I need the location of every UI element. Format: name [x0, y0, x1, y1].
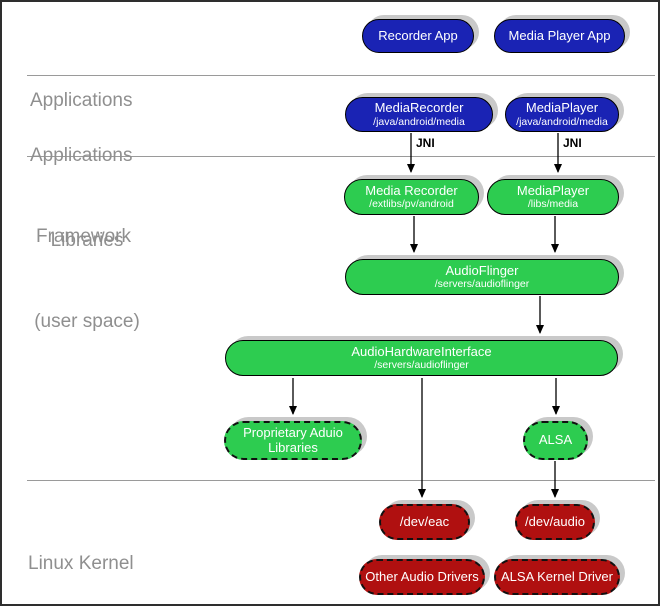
node-label: /dev/eac — [399, 513, 450, 529]
node-path: /servers/audioflinger — [434, 278, 530, 291]
section-label-linux-kernel: Linux Kernel — [28, 496, 134, 604]
node-dev-audio: /dev/audio — [515, 504, 595, 540]
node-dev-eac: /dev/eac — [379, 504, 470, 540]
node-path: /extlibs/pv/android — [369, 198, 454, 211]
node-alsa: ALSA — [523, 421, 588, 460]
section-label-applications: Applications — [30, 33, 132, 168]
node-other-audio-drivers: Other Audio Drivers — [359, 559, 485, 595]
section-label-text: Libraries — [50, 230, 124, 251]
node-recorder-app: Recorder App — [362, 19, 474, 53]
node-proprietary-audio-libraries: Proprietary Aduio Libraries — [224, 421, 362, 460]
section-label-text: Framework — [36, 226, 132, 247]
node-path: /libs/media — [527, 198, 579, 211]
divider-libraries-kernel — [27, 480, 655, 481]
node-label: Recorder App — [378, 27, 458, 43]
node-path: /java/android/media — [373, 115, 465, 128]
node-label: ALSA Kernel Driver — [501, 568, 613, 584]
node-mediaplayer-framework: MediaPlayer /java/android/media — [505, 97, 619, 132]
node-audioflinger: AudioFlinger /servers/audioflinger — [345, 259, 619, 295]
section-label-text: Linux Kernel — [28, 553, 134, 574]
node-path: /java/android/media — [516, 115, 608, 128]
section-label-text: (user space) — [34, 311, 140, 332]
node-media-recorder-library: Media Recorder /extlibs/pv/android — [344, 179, 479, 215]
node-label: AudioHardwareInterface — [351, 343, 492, 359]
jni-label-right: JNI — [563, 136, 582, 150]
node-mediarecorder-framework: MediaRecorder /java/android/media — [345, 97, 493, 132]
node-label: MediaPlayer — [516, 182, 590, 198]
node-label: Media Player App — [508, 27, 611, 43]
node-label: MediaPlayer — [525, 100, 599, 115]
node-label: MediaRecorder — [374, 100, 464, 115]
node-media-player-app: Media Player App — [494, 19, 625, 53]
node-label: Proprietary Aduio Libraries — [243, 424, 343, 455]
node-mediaplayer-library: MediaPlayer /libs/media — [487, 179, 619, 215]
node-path: /servers/audioflinger — [374, 359, 469, 372]
divider-applications-framework — [27, 75, 655, 76]
node-label: AudioFlinger — [445, 262, 519, 278]
section-label-text: Applications — [30, 90, 133, 111]
node-audio-hardware-interface: AudioHardwareInterface /servers/audiofli… — [225, 340, 618, 376]
node-alsa-kernel-driver: ALSA Kernel Driver — [494, 559, 620, 595]
node-label: ALSA — [538, 432, 573, 448]
node-label: Other Audio Drivers — [365, 568, 479, 584]
jni-label-left: JNI — [416, 136, 435, 150]
section-label-text: Applications — [30, 145, 133, 166]
section-label-libraries: Libraries (user space) — [30, 173, 144, 389]
node-label: /dev/audio — [525, 513, 585, 529]
node-label: Media Recorder — [365, 182, 458, 198]
divider-framework-libraries — [27, 156, 655, 157]
section-label-applications-framework: Applications Framework — [30, 88, 132, 304]
